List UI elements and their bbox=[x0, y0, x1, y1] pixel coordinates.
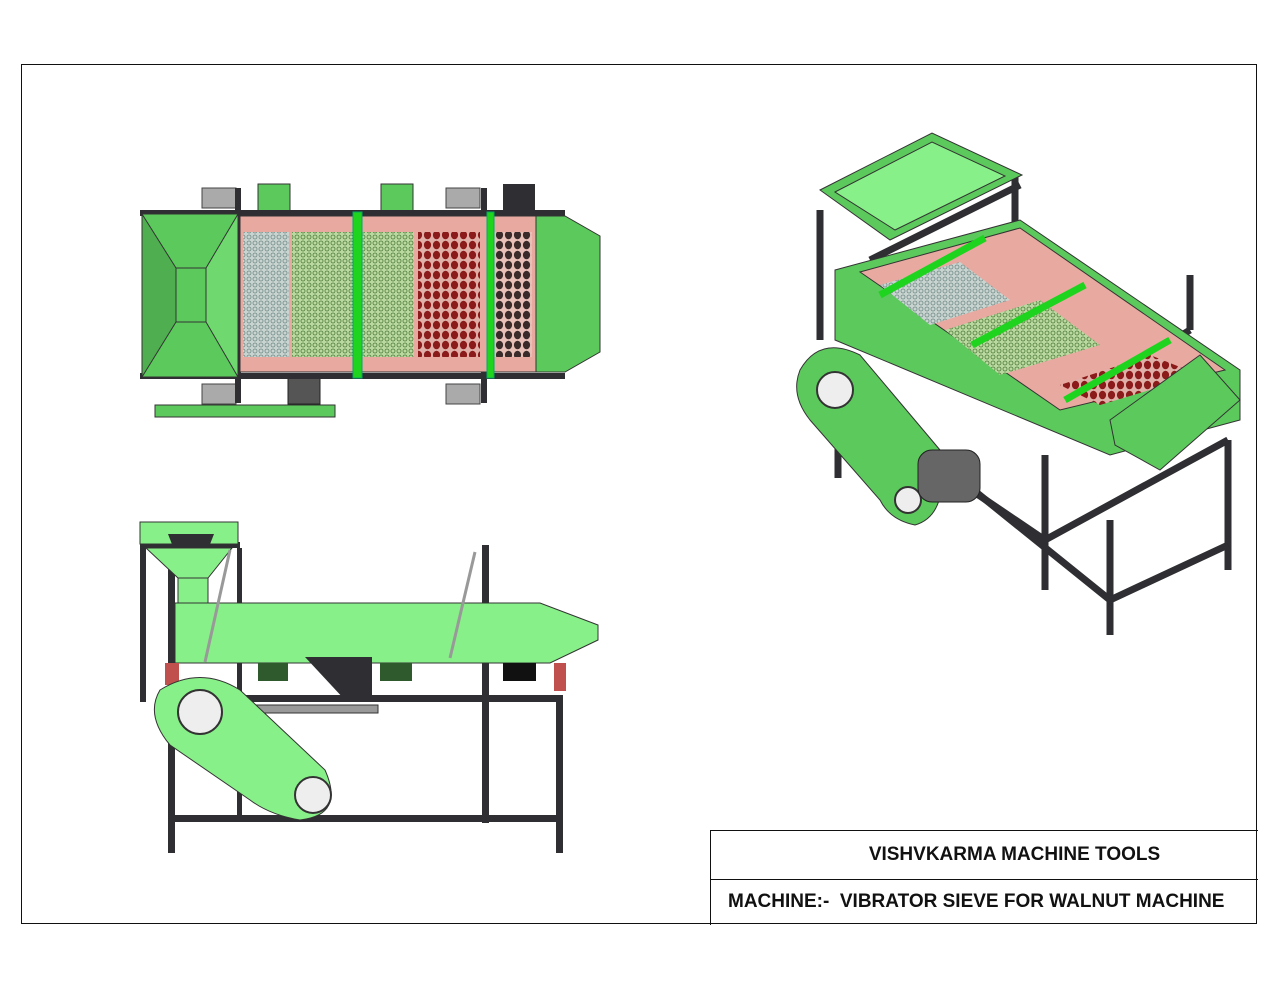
support-box bbox=[380, 663, 412, 681]
sieve-body bbox=[174, 602, 599, 664]
iso-hopper-inner bbox=[833, 141, 1007, 231]
spring-mount bbox=[201, 383, 237, 405]
spring-mount bbox=[445, 187, 481, 209]
iso-pulley bbox=[894, 486, 922, 514]
link-rod bbox=[203, 549, 232, 663]
outlet-chute bbox=[305, 657, 372, 700]
company-name: VISHVKARMA MACHINE TOOLS bbox=[711, 831, 1258, 880]
frame-post bbox=[556, 695, 563, 853]
iso-pulley bbox=[816, 371, 854, 409]
bracket bbox=[257, 183, 291, 215]
hopper-body bbox=[144, 547, 234, 579]
machine-name: MACHINE:- VIBRATOR SIEVE FOR WALNUT MACH… bbox=[728, 891, 1225, 912]
iso-discharge-chute bbox=[1109, 354, 1241, 471]
side-view bbox=[139, 521, 599, 853]
mesh-fine bbox=[243, 232, 289, 357]
clamp-band bbox=[352, 211, 363, 379]
discharge-chute bbox=[535, 215, 601, 373]
top-view bbox=[140, 183, 601, 418]
hopper-outlet bbox=[175, 267, 207, 323]
motor bbox=[287, 377, 321, 405]
frame-post bbox=[237, 548, 242, 818]
pulley bbox=[294, 776, 332, 814]
support-box bbox=[258, 663, 288, 681]
frame-post bbox=[482, 545, 489, 823]
link-rod bbox=[448, 551, 477, 659]
clamp-band bbox=[486, 211, 495, 379]
iso-motor bbox=[917, 449, 981, 503]
spring bbox=[554, 663, 566, 691]
iso-mesh-medium bbox=[945, 300, 1100, 375]
bracket bbox=[380, 183, 414, 215]
iso-mesh-large bbox=[1060, 355, 1200, 405]
isometric-view bbox=[796, 132, 1241, 635]
spring-mount bbox=[445, 383, 481, 405]
bracket bbox=[503, 184, 535, 214]
hopper-neck bbox=[177, 577, 209, 604]
motor-mount bbox=[154, 404, 336, 418]
mesh-xlarge bbox=[494, 232, 532, 357]
frame-post bbox=[140, 542, 146, 702]
spring bbox=[165, 663, 179, 685]
title-block: VISHVKARMA MACHINE TOOLS MACHINE:- VIBRA… bbox=[710, 830, 1258, 925]
drawing-border bbox=[21, 64, 1257, 924]
mesh-large bbox=[418, 232, 480, 357]
frame-rail bbox=[168, 815, 563, 822]
support-box bbox=[503, 663, 536, 681]
iso-clamp-bands bbox=[878, 234, 1172, 404]
spring-mount bbox=[201, 187, 237, 209]
pulley bbox=[177, 689, 223, 735]
